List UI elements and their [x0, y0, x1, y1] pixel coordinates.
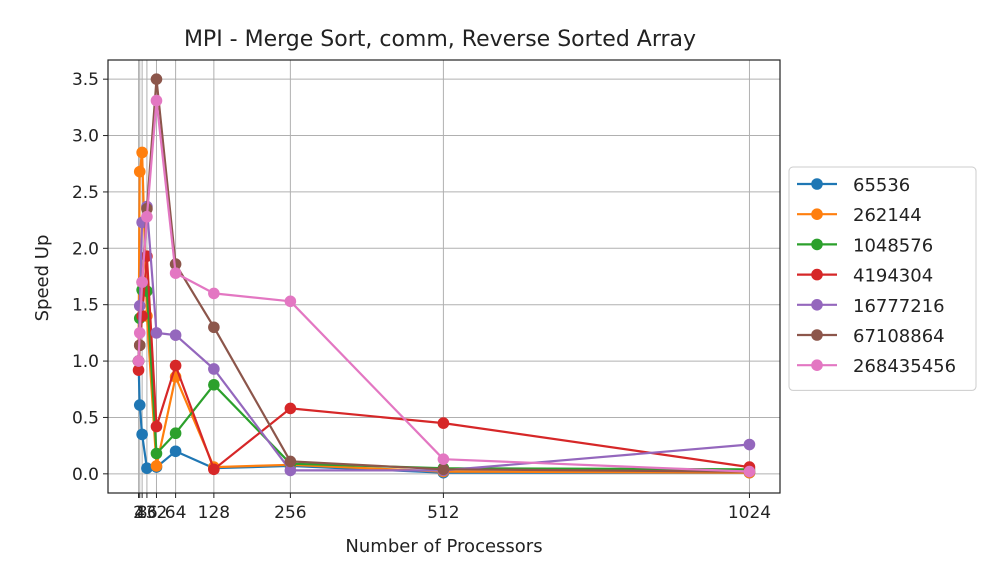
- data-point: [284, 402, 297, 415]
- data-point: [284, 464, 297, 477]
- y-tick-label: 1.0: [72, 352, 99, 372]
- data-point: [150, 94, 163, 107]
- data-point: [136, 276, 148, 288]
- y-tick-label: 0.5: [72, 408, 99, 428]
- x-tick-label: 32: [146, 503, 168, 523]
- series-4194304: [132, 250, 756, 476]
- data-point: [150, 420, 163, 433]
- legend-item: 262144: [797, 205, 922, 226]
- data-point: [169, 267, 182, 279]
- series-line: [137, 205, 750, 472]
- data-point: [169, 445, 182, 458]
- x-tick-label: 8: [137, 503, 148, 523]
- data-point: [133, 399, 146, 411]
- data-point: [136, 310, 148, 322]
- data-point: [169, 359, 182, 372]
- x-tick-label: 128: [198, 503, 230, 523]
- data-point: [208, 378, 220, 391]
- series-line: [137, 78, 750, 473]
- data-point: [150, 447, 163, 460]
- data-point: [136, 428, 148, 441]
- data-point: [150, 73, 163, 85]
- series-line: [137, 288, 750, 471]
- y-tick-label: 3.5: [72, 70, 99, 90]
- y-tick-label: 3.0: [72, 127, 99, 147]
- data-point: [150, 327, 163, 339]
- legend-label: 268435456: [853, 356, 956, 377]
- legend-marker: [811, 359, 823, 372]
- data-point: [141, 462, 153, 474]
- data-point: [208, 321, 220, 334]
- y-axis-title: Speed Up: [32, 235, 53, 322]
- legend-marker: [811, 238, 823, 251]
- y-tick-label: 2.0: [72, 239, 99, 259]
- legend-marker: [811, 299, 823, 311]
- data-point: [132, 364, 145, 376]
- x-tick-label: 64: [165, 503, 187, 523]
- y-tick-label: 0.0: [72, 465, 99, 485]
- data-point: [208, 463, 220, 476]
- x-tick-label: 1024: [728, 503, 771, 523]
- data-point: [284, 455, 297, 468]
- data-point: [284, 295, 297, 308]
- series-1048576: [132, 284, 756, 476]
- data-point: [136, 146, 148, 159]
- data-point: [743, 465, 756, 478]
- series-268435456: [132, 94, 756, 478]
- legend-item: 65536: [797, 175, 910, 196]
- legend-marker: [811, 268, 823, 281]
- x-tick-label: 4: [134, 503, 145, 523]
- data-point: [150, 460, 163, 472]
- x-axis-title: Number of Processors: [345, 536, 542, 557]
- data-point: [437, 417, 450, 429]
- legend-item: 16777216: [797, 296, 945, 317]
- y-axis-ticks: 0.0 0.5 1.0 1.5 2.0 2.5 3.0 3.5: [72, 70, 108, 485]
- data-point: [208, 363, 220, 375]
- y-tick-label: 2.5: [72, 183, 99, 203]
- legend-marker: [811, 208, 823, 220]
- data-point: [743, 438, 756, 451]
- legend: 65536 262144 1048576 4194304 16777216 6710886…: [788, 166, 977, 391]
- series-layer: [132, 73, 756, 479]
- series-line: [137, 255, 750, 471]
- plot-frame: [107, 59, 781, 494]
- legend-marker: [811, 178, 823, 190]
- series-67108864: [132, 73, 756, 478]
- x-tick-label: 16: [136, 503, 158, 523]
- legend-label: 262144: [853, 205, 922, 226]
- legend-item: 268435456: [797, 356, 956, 377]
- series-16777216: [132, 200, 756, 477]
- grid: [108, 60, 780, 493]
- data-point: [132, 355, 145, 367]
- legend-label: 16777216: [853, 296, 945, 317]
- legend-label: 4194304: [853, 266, 933, 287]
- x-tick-label: 256: [274, 503, 306, 523]
- data-point: [141, 210, 153, 223]
- series-line: [137, 99, 750, 473]
- data-point: [208, 287, 220, 300]
- series-line: [137, 151, 750, 474]
- data-point: [169, 329, 182, 341]
- x-tick-label: 512: [427, 503, 459, 523]
- data-point: [169, 427, 182, 440]
- legend-item: 4194304: [797, 266, 933, 287]
- legend-item: 1048576: [797, 235, 933, 256]
- chart-title: MPI - Merge Sort, comm, Reverse Sorted A…: [184, 27, 696, 52]
- data-point: [133, 165, 146, 178]
- data-point: [437, 463, 450, 476]
- legend-item: 67108864: [797, 326, 945, 347]
- legend-label: 67108864: [853, 326, 945, 347]
- legend-label: 65536: [853, 175, 910, 196]
- legend-label: 1048576: [853, 235, 933, 256]
- x-tick-label: 2: [133, 503, 144, 523]
- legend-marker: [811, 329, 823, 341]
- y-tick-label: 1.5: [72, 296, 99, 316]
- data-point: [133, 327, 146, 339]
- data-point: [133, 300, 146, 312]
- data-point: [437, 453, 450, 465]
